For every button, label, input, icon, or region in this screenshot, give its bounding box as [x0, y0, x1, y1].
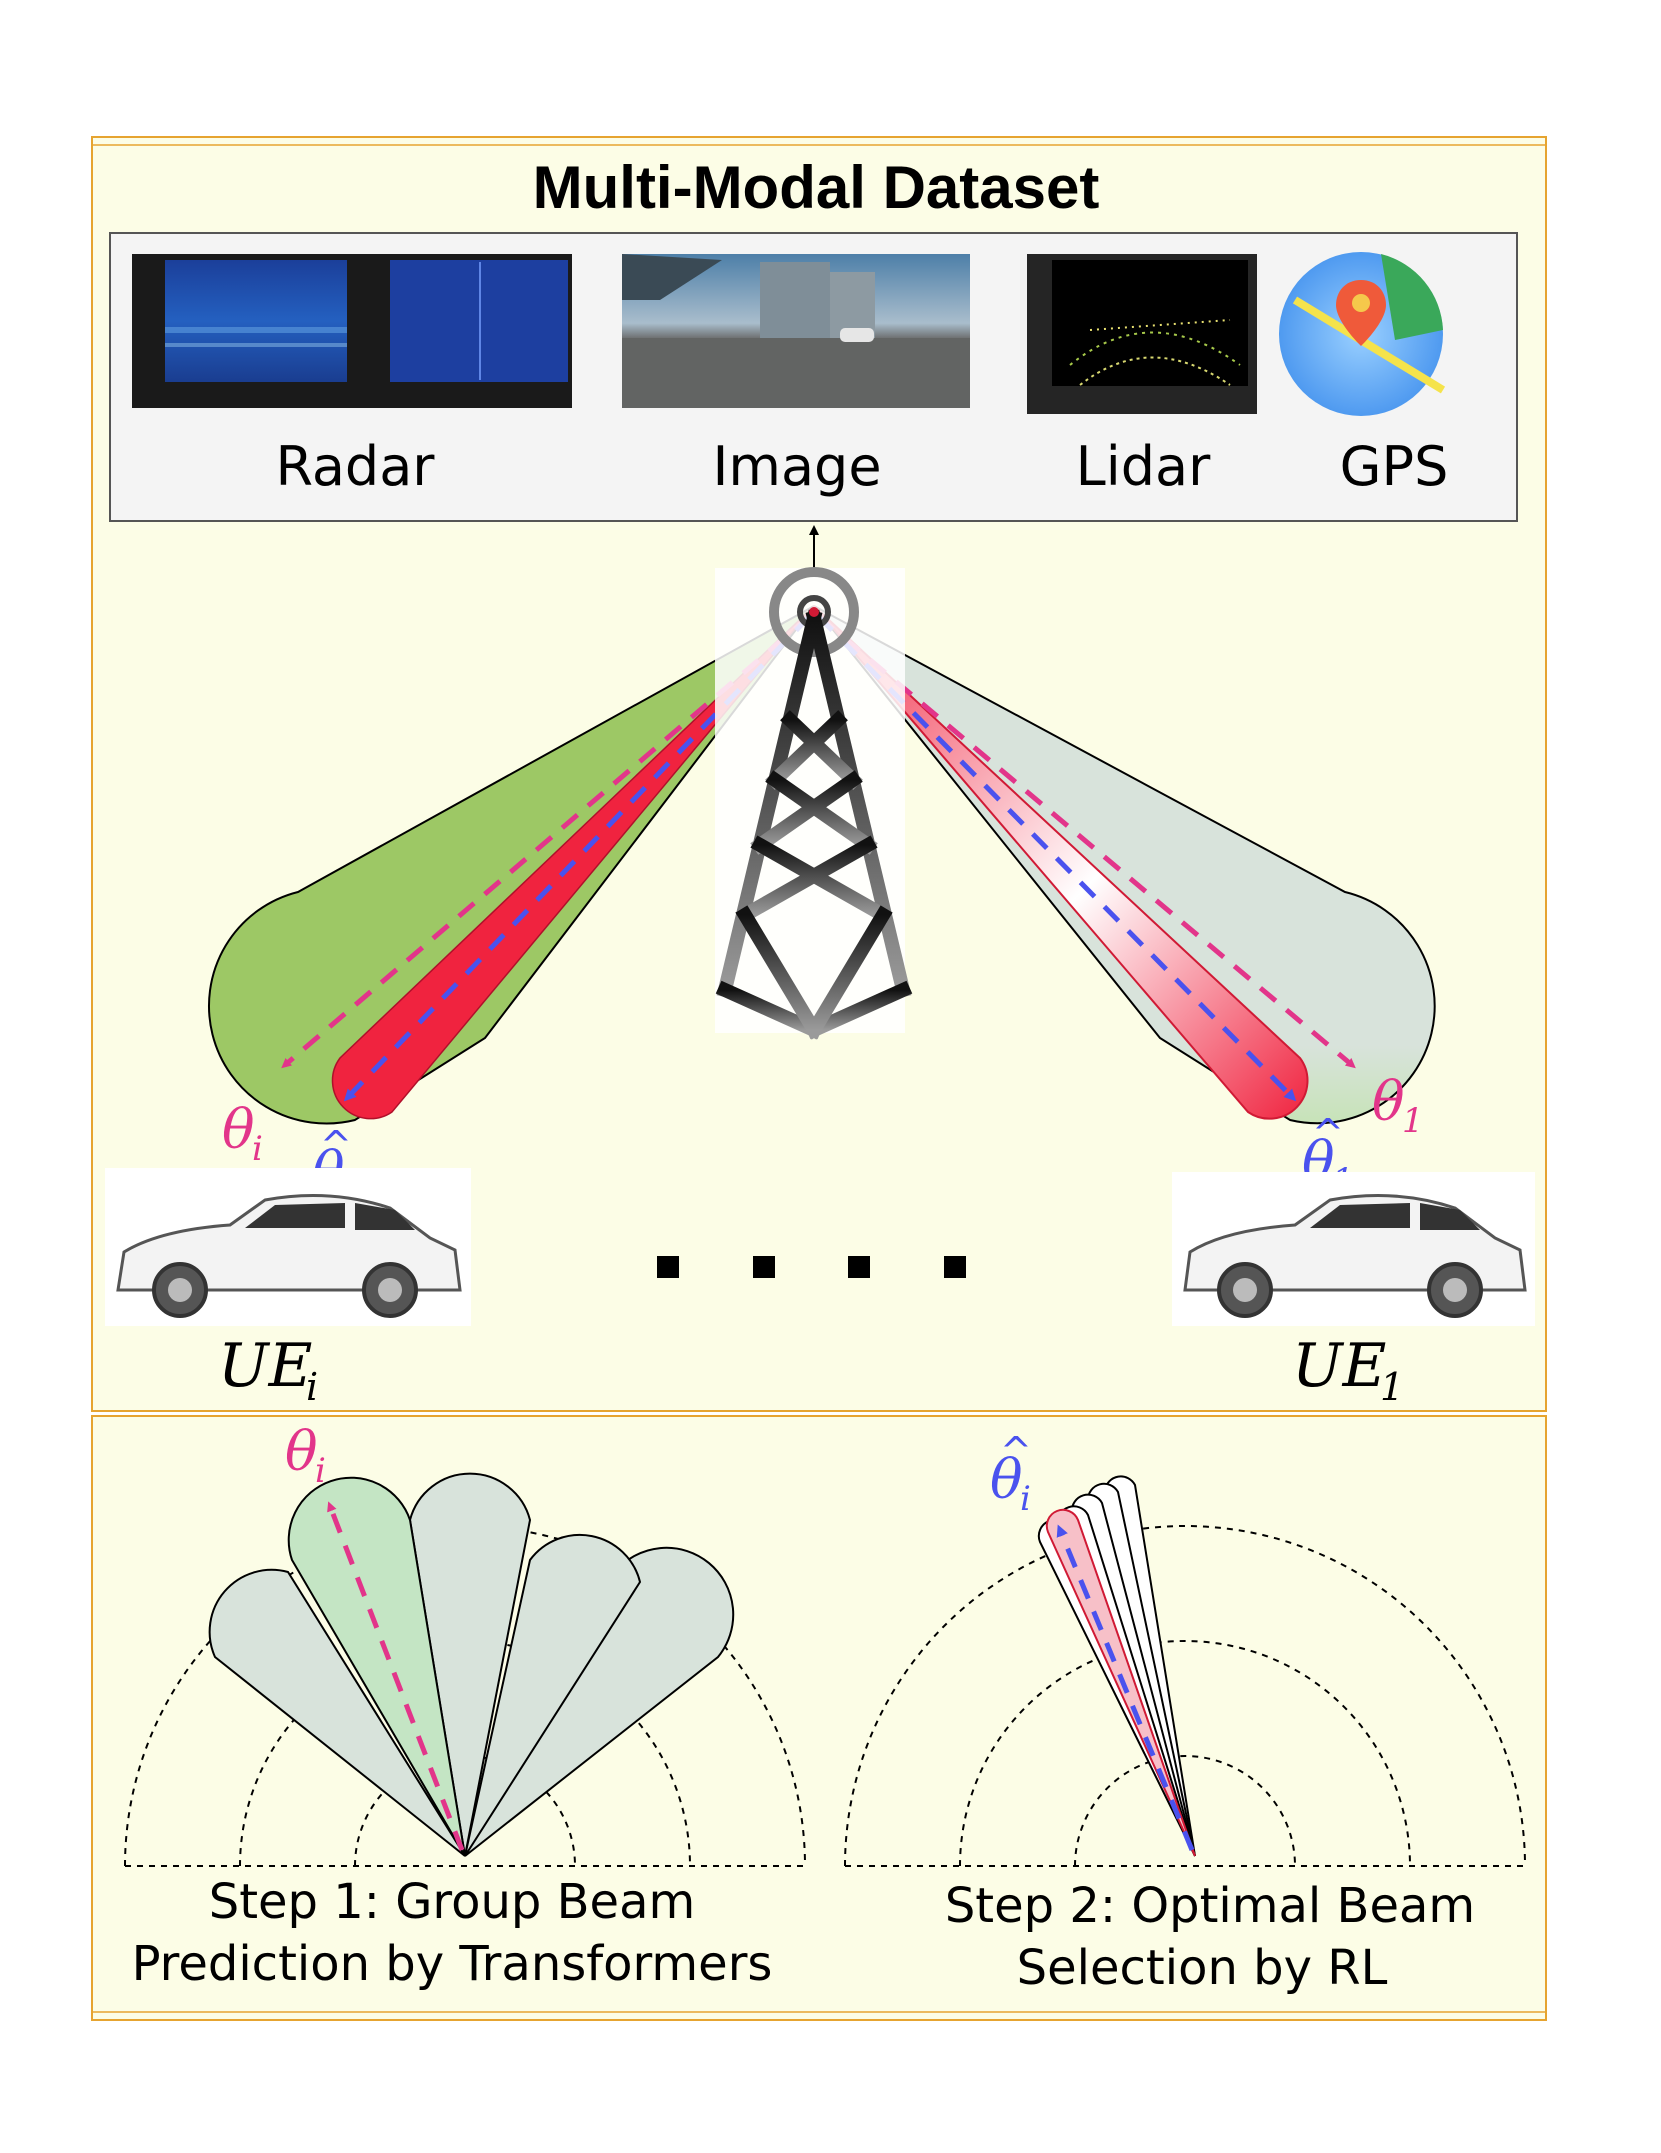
step1-theta-arrow — [327, 1501, 465, 1851]
svg-text:i: i — [306, 1365, 318, 1409]
svg-text:θ: θ — [1372, 1070, 1405, 1133]
modality-label-image: Image — [712, 435, 881, 498]
svg-text:1: 1 — [1380, 1365, 1404, 1409]
car-right-icon — [1172, 1172, 1535, 1326]
svg-text:θ: θ — [285, 1420, 318, 1483]
camera-image-thumbnail — [622, 254, 970, 408]
modality-label-radar: Radar — [276, 435, 436, 498]
car-left-icon — [105, 1168, 471, 1326]
svg-text:i: i — [252, 1129, 263, 1169]
step1-theta-label: θ i — [285, 1420, 326, 1491]
modality-label-lidar: Lidar — [1076, 435, 1211, 498]
svg-text:θ: θ — [222, 1098, 255, 1161]
step2-caption-line1: Step 2: Optimal Beam — [945, 1878, 1475, 1934]
more-users-ellipsis — [657, 1256, 966, 1278]
beam-wide-right — [813, 605, 1436, 1125]
beam-wide-left — [208, 605, 815, 1125]
base-station-tower-icon — [715, 567, 913, 1040]
svg-text:1: 1 — [1402, 1101, 1424, 1141]
dataset-title: Multi-Modal Dataset — [533, 154, 1100, 221]
theta-left-label: θ i — [222, 1098, 263, 1169]
modality-label-gps: GPS — [1340, 435, 1449, 498]
svg-text:UE: UE — [218, 1331, 312, 1401]
svg-text:i: i — [315, 1451, 326, 1491]
svg-text:UE: UE — [1292, 1331, 1386, 1401]
lidar-thumbnail — [1027, 254, 1257, 414]
svg-text:^: ^ — [1312, 1111, 1344, 1155]
theta-right-label: θ 1 — [1372, 1070, 1424, 1141]
arrow-theta-right — [816, 614, 1356, 1069]
svg-text:^: ^ — [320, 1123, 352, 1167]
svg-text:i: i — [1020, 1479, 1031, 1519]
ue-left-label: UE i — [218, 1331, 318, 1409]
step2-theta-hat-arrow — [1056, 1524, 1195, 1851]
radar-thumbnail — [132, 254, 572, 408]
svg-text:^: ^ — [1000, 1429, 1032, 1473]
step2-caption-line2: Selection by RL — [1017, 1940, 1388, 1996]
step1-caption-line1: Step 1: Group Beam — [209, 1874, 696, 1930]
svg-text:θ: θ — [990, 1448, 1023, 1511]
gps-map-pin-icon — [1279, 252, 1446, 416]
ue-right-label: UE 1 — [1292, 1331, 1404, 1409]
step2-polar-grid — [844, 1525, 1526, 1867]
step1-caption-line2: Prediction by Transformers — [132, 1936, 773, 1992]
step1-group-beams — [208, 1472, 735, 1857]
step2-theta-hat-label: ^ θ i — [990, 1429, 1032, 1519]
